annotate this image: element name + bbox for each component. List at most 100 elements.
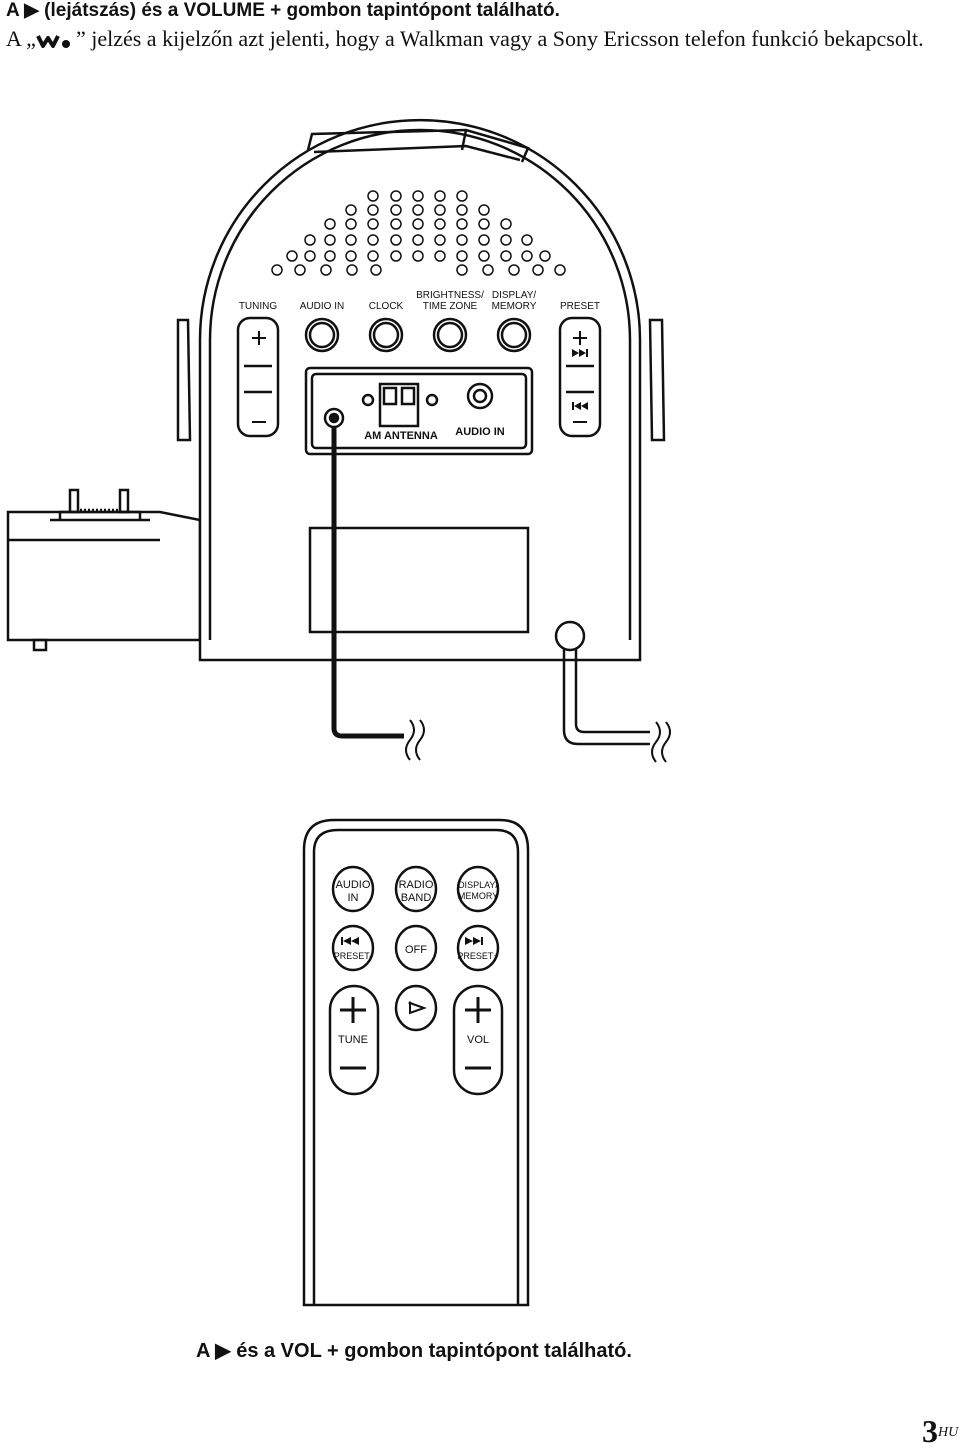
speaker-hole xyxy=(554,264,566,276)
paragraph-rest: ” jelzés a kijelzőn azt jelenti, hogy a … xyxy=(75,26,924,51)
main-unit xyxy=(176,118,671,763)
speaker-hole xyxy=(324,234,336,246)
remote-off-button[interactable] xyxy=(394,924,438,972)
remote-label-vol: VOL xyxy=(467,1034,489,1046)
speaker-hole xyxy=(271,264,283,276)
preset-rocker[interactable] xyxy=(558,316,602,438)
am-antenna-jack xyxy=(323,407,345,429)
speaker-hole xyxy=(390,204,402,216)
remote-audio-in-button[interactable] xyxy=(331,865,375,913)
label-time-zone: TIME ZONE xyxy=(423,301,478,312)
remote-label-tune: TUNE xyxy=(338,1034,368,1046)
speaker-hole xyxy=(304,250,316,262)
remote-vol-rocker[interactable] xyxy=(452,984,504,1096)
speaker-hole xyxy=(434,218,446,230)
speaker-hole xyxy=(412,190,424,202)
speaker-hole xyxy=(367,204,379,216)
brightness-button[interactable] xyxy=(432,317,468,353)
speaker-hole xyxy=(456,234,468,246)
remote-label-preset-plus: PRESET+ xyxy=(457,951,498,961)
speaker-hole xyxy=(324,250,336,262)
speaker-hole xyxy=(370,264,382,276)
remote-display-memory-button[interactable] xyxy=(456,865,500,913)
clock-button[interactable] xyxy=(368,317,404,353)
speaker-hole xyxy=(367,190,379,202)
speaker-hole xyxy=(478,218,490,230)
remote-label-band: BAND xyxy=(401,892,432,904)
speaker-hole xyxy=(294,264,306,276)
speaker-hole xyxy=(367,234,379,246)
speaker-hole xyxy=(434,190,446,202)
remote-label-off: OFF xyxy=(405,944,427,956)
page-heading: A ▶ (lejátszás) és a VOLUME + gombon tap… xyxy=(6,0,560,21)
speaker-hole xyxy=(345,204,357,216)
label-memory: MEMORY xyxy=(492,301,537,312)
audio-in-jack xyxy=(466,382,494,410)
speaker-hole xyxy=(478,204,490,216)
label-brightness: BRIGHTNESS/ xyxy=(416,290,484,301)
audio-in-button[interactable] xyxy=(304,317,340,353)
display-memory-button[interactable] xyxy=(496,317,532,353)
speaker-hole xyxy=(390,250,402,262)
speaker-hole xyxy=(346,264,358,276)
speaker-hole xyxy=(478,234,490,246)
speaker-hole xyxy=(304,234,316,246)
label-clock: CLOCK xyxy=(369,301,404,312)
speaker-hole xyxy=(412,204,424,216)
intro-paragraph: A „ ” jelzés a kijelzőn azt jelenti, hogy… xyxy=(6,27,956,51)
remote-radio-band-button[interactable] xyxy=(394,865,438,913)
speaker-hole xyxy=(456,250,468,262)
speaker-hole xyxy=(482,264,494,276)
remote-preset-plus-button[interactable] xyxy=(456,924,500,972)
speaker-hole xyxy=(367,250,379,262)
speaker-hole xyxy=(500,250,512,262)
label-preset: PRESET xyxy=(560,301,600,312)
remote-label-display: DISPLAY/ xyxy=(458,880,498,890)
remote-label-radio: RADIO xyxy=(399,879,434,891)
speaker-hole xyxy=(539,250,551,262)
speaker-hole xyxy=(390,218,402,230)
label-tuning: TUNING xyxy=(239,301,278,312)
speaker-hole xyxy=(456,190,468,202)
label-am-antenna: AM ANTENNA xyxy=(364,430,438,442)
speaker-hole xyxy=(390,234,402,246)
speaker-hole xyxy=(286,250,298,262)
speaker-hole xyxy=(412,234,424,246)
speaker-hole xyxy=(320,264,332,276)
page-number-value: 3 xyxy=(922,1413,938,1449)
speaker-hole xyxy=(500,234,512,246)
speaker-grille xyxy=(271,190,566,276)
remote-play-button[interactable] xyxy=(394,984,438,1032)
speaker-hole xyxy=(412,218,424,230)
paragraph-start: A „ xyxy=(6,26,36,51)
page-language: HU xyxy=(938,1425,959,1440)
label-audio-in: AUDIO IN xyxy=(300,301,344,312)
label-display: DISPLAY/ xyxy=(492,290,536,301)
remote-preset-minus-button[interactable] xyxy=(331,924,375,972)
remote-label-preset-minus: PRESET- xyxy=(334,951,373,961)
tuning-rocker[interactable] xyxy=(236,316,280,438)
speaker-hole xyxy=(345,234,357,246)
speaker-hole xyxy=(456,264,468,276)
speaker-hole xyxy=(508,264,520,276)
dock-base xyxy=(6,488,202,652)
speaker-hole xyxy=(434,250,446,262)
walkman-logo-icon xyxy=(36,35,70,48)
remote-tune-rocker[interactable] xyxy=(328,984,380,1096)
speaker-hole xyxy=(412,250,424,262)
label-audio-in-jack: AUDIO IN xyxy=(455,426,505,438)
speaker-hole xyxy=(434,234,446,246)
remote-label-memory: MEMORY xyxy=(458,891,498,901)
remote-caption: A ▶ és a VOL + gombon tapintópont találh… xyxy=(196,1340,632,1362)
speaker-hole xyxy=(532,264,544,276)
speaker-hole xyxy=(456,204,468,216)
remote-label-audio: AUDIO xyxy=(336,879,371,891)
remote-label-in: IN xyxy=(348,892,359,904)
page-number: 3HU xyxy=(922,1413,958,1449)
speaker-hole xyxy=(324,218,336,230)
speaker-hole xyxy=(345,218,357,230)
speaker-hole xyxy=(345,250,357,262)
speaker-hole xyxy=(521,234,533,246)
speaker-hole xyxy=(456,218,468,230)
